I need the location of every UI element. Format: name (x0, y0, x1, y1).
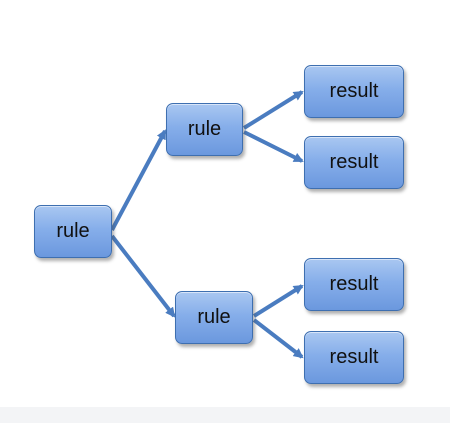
result-node-2: result (304, 136, 404, 189)
result-node-4: result (304, 331, 404, 384)
edge-lower-to-result4 (252, 318, 304, 359)
upper-rule-node: rule (166, 103, 243, 156)
lower-rule-node: rule (175, 291, 253, 344)
result-node-1: result (304, 65, 404, 118)
edge-upper-to-result2 (243, 130, 304, 163)
edge-lower-to-result3 (252, 284, 304, 318)
bottom-background-strip (0, 407, 450, 423)
edge-root-to-upper (110, 129, 167, 231)
edge-upper-to-result1 (242, 90, 304, 130)
root-rule-node: rule (34, 205, 112, 258)
result-node-3: result (304, 258, 404, 311)
edge-root-to-lower (110, 234, 176, 318)
